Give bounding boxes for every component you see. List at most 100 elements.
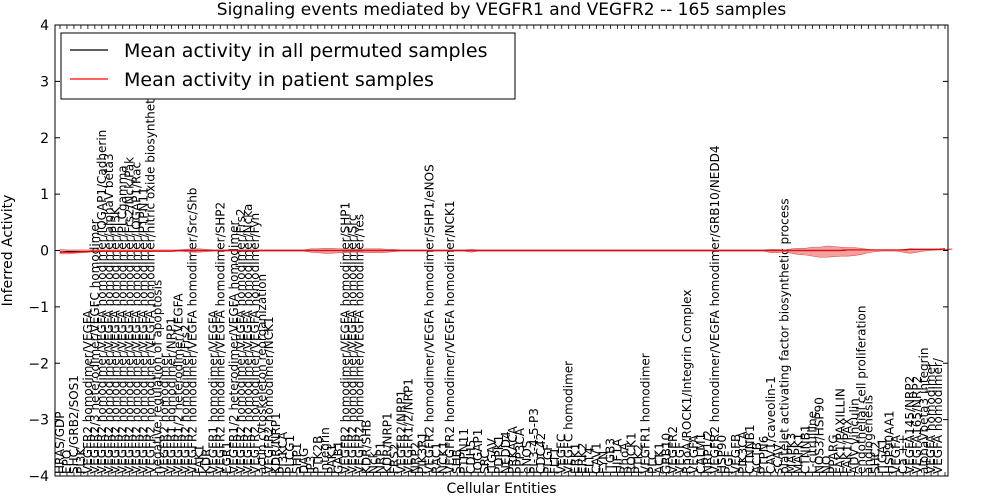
category-label: VEGFR2 homodimer/VEGFA homodimer/Frs2/Nc… [123, 157, 137, 474]
category-label: VEGFA homodimer/ [931, 357, 945, 474]
y-tick-label: 3 [40, 74, 49, 90]
category-label: VEGFR2 homodimer/VEGFA homodimer/GRB10/N… [708, 145, 722, 474]
category-label: PTK2 [631, 444, 645, 474]
category-label: VEGFR2 homodimer [158, 353, 172, 474]
category-label: ERK1 [569, 443, 583, 474]
category-label: PI-3-4-5-P3 [527, 408, 541, 474]
category-label: PI3KCA [276, 431, 290, 474]
category-label: SHC2 [868, 441, 882, 474]
category-label: VEGFR1/2 heterodimer/VEGFA [172, 293, 186, 474]
category-label: PTPN11 [457, 428, 471, 474]
category-label: VEGFR2/NRP1 [395, 390, 409, 474]
y-tick-label: 0 [40, 244, 49, 260]
y-tick-label: 2 [40, 131, 49, 147]
category-label: ERK2 [576, 443, 590, 474]
category-label: VEGFA homodimer [924, 362, 938, 474]
category-label: VEGFR2 homodimer/VEGFA homodimer/SHP1/eN… [422, 164, 436, 474]
category-label: FRS2 [388, 444, 402, 475]
category-label: RAC1 [429, 442, 443, 474]
category-label: PAK1 [325, 444, 339, 474]
category-label: HIF1A [611, 438, 625, 474]
legend: Mean activity in all permuted samplesMea… [60, 32, 516, 100]
y-tick-label: −4 [28, 469, 49, 485]
category-label: VEGFR1 homodimer/VEGFA [206, 309, 220, 474]
category-label: ITGB3 [604, 438, 618, 474]
patient-mean-line [60, 248, 946, 253]
category-label: VEGFB [729, 434, 743, 474]
category-label: VEGFR1 homodimer [638, 353, 652, 474]
y-tick-label: 1 [40, 187, 49, 203]
category-label: PLGF [541, 444, 555, 474]
y-tick-label: −3 [28, 413, 49, 429]
category-label: FAK1/PAX [840, 418, 854, 474]
category-label: VEGFR1/2 heterodimer/VEGFA homodimer [227, 221, 241, 474]
category-label: VEGFR2 homodimer/VEGFA homodimer/nitric … [144, 39, 158, 474]
category-label: VEGFR2 homodimer/VEGFA homodimer/Src/Shb [185, 188, 199, 474]
category-label: VEGFR1/2/NRP1 [401, 378, 415, 474]
category-label: EPO [60, 450, 74, 474]
category-label: IQGAP1 [471, 429, 485, 474]
category-label: VEGFR2 homodimer/VEGFA [81, 309, 95, 474]
category-label: CTNNB1 [799, 424, 813, 474]
category-label: VEGFR2 homodimer/VEGFA homodimer/Frs2 [234, 209, 248, 475]
category-label: negative regulation of apoptosis [151, 280, 165, 474]
category-label: VEGFC homodimer [562, 361, 576, 474]
category-label: NO [820, 456, 834, 474]
category-label: MAPK1 [792, 433, 806, 474]
category-label: alphaVbeta3 integrin [917, 348, 931, 475]
plot-area [59, 245, 953, 258]
category-label: CDH5 [464, 440, 478, 474]
category-label: actin cytoskeleton reorganization [255, 274, 269, 474]
category-label: VEGFC [555, 434, 569, 474]
category-label: HSP90 [715, 435, 729, 474]
category-label: MAPK3 [785, 433, 799, 474]
category-label: VEGFR2 homodimer/VEGFA homodimer/SHP2 [213, 202, 227, 474]
category-label: NOS3/HSP90 [813, 397, 827, 474]
category-label: VEGFR2 homodimer/VEGFA homodimer/Ncka [241, 204, 255, 474]
category-label: Nck [367, 451, 381, 474]
category-label: PPP3CA [513, 427, 527, 474]
category-label: NEDD4 [499, 431, 513, 474]
category-label: L-citrulline [806, 411, 820, 474]
category-label: FLT4 [583, 447, 597, 474]
category-label: VEGFR2 homodimer/VEGFA homodimer/Src [346, 214, 360, 474]
category-label: PTK2B [311, 436, 325, 474]
category-label: VEGFR2 homodimer/VEGFA homodimer/PTPN11 [137, 187, 151, 474]
category-label: VEGFR2 homodimer/NCK1 [262, 316, 276, 474]
category-label: SHC/GRB2/SOS1 [67, 375, 81, 474]
category-label: VEGFR2 [666, 426, 680, 474]
category-label: PPARG [827, 434, 841, 474]
category-label: IP3 [304, 456, 318, 474]
category-label: HRAS/GDP [53, 411, 67, 474]
category-label: Integrin [318, 427, 332, 474]
category-label: SHP1 [290, 442, 304, 474]
category-label: CALM1 [694, 433, 708, 474]
y-axis-label: Inferred Activity [0, 195, 16, 307]
category-label: KDR/NRP1 [269, 412, 283, 474]
category-label: VEGFR2 homodimer/VEGFA homodimer/SHP1 [339, 202, 353, 474]
category-label: VEGFA [889, 434, 903, 474]
category-label: VEGFR2 homodimer/Frs2 [178, 324, 192, 474]
category-label: VEGFR2 homodimer/VEGFA homodimer/alphaV … [102, 153, 116, 474]
category-label: PLCG1 [283, 435, 297, 474]
category-label: VEGFA165/NRP2 [910, 376, 924, 474]
category-label: Ca ++ [896, 434, 910, 474]
category-label: eNOS [520, 441, 534, 474]
category-label: PIK3CA [736, 430, 750, 474]
y-tick-label: −1 [28, 300, 49, 316]
category-label: KDR [199, 449, 213, 474]
category-label: FLT1 [548, 447, 562, 474]
category-label: RhoA [617, 442, 631, 474]
category-label: CAV1 [590, 442, 604, 474]
category-label: ADV vinculin [847, 398, 861, 474]
activity-band [59, 245, 953, 258]
category-label: ITGAV [485, 437, 499, 474]
category-label: VEGFR2 homodimer/VEGFA homodimer/IQGAP1/… [95, 130, 109, 474]
category-label: platelet activating factor biosynthetic … [778, 198, 792, 474]
category-label: VEGFR1 homodimer/NRP1 [165, 317, 179, 474]
category-label: PGF [722, 450, 736, 474]
category-label: VEGFA [687, 434, 701, 474]
category-label: NRP2 [408, 442, 422, 474]
category-label: PRKACA [506, 425, 520, 474]
